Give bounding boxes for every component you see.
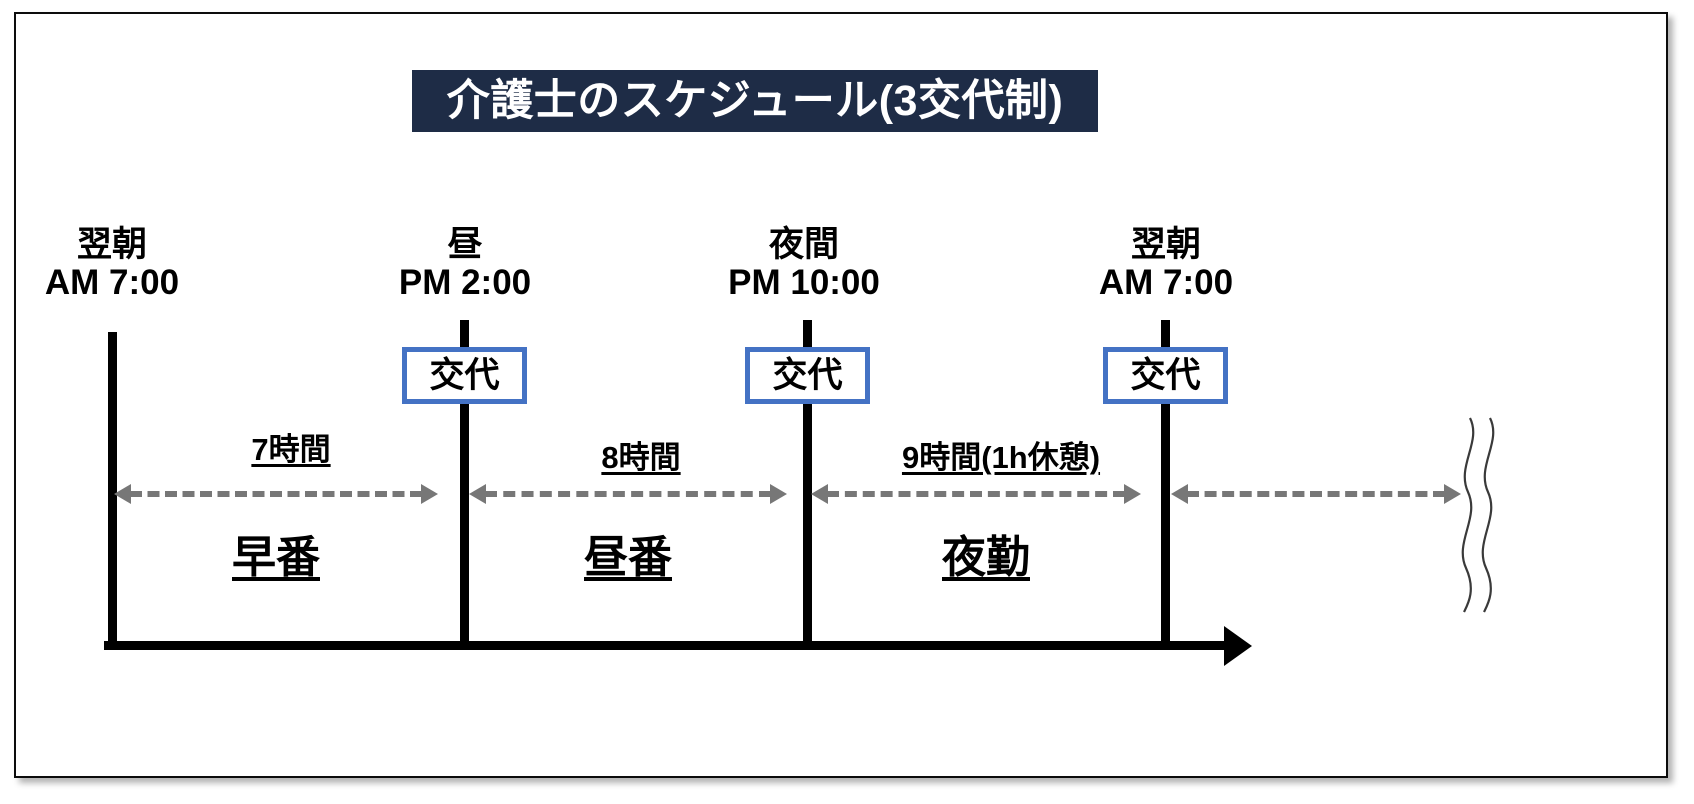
dimension-arrow-next <box>1171 484 1461 504</box>
time-label-morning-end: 翌朝 AM 7:00 <box>1066 226 1266 302</box>
tick-marker-morning-end <box>1161 320 1170 648</box>
arrow-shaft <box>827 491 1125 497</box>
duration-label-early: 7時間 <box>251 432 331 467</box>
shift-name-day: 昼番 <box>584 533 672 582</box>
shift-change-badge-night[interactable]: 交代 <box>745 347 870 404</box>
time-label-clock: PM 10:00 <box>728 262 880 302</box>
time-label-day: 夜間 <box>768 225 839 264</box>
page-title: 介護士のスケジュール(3交代制) <box>446 76 1064 125</box>
time-label-clock: AM 7:00 <box>44 262 180 302</box>
time-label-day: 昼 <box>447 225 483 264</box>
shift-change-badge-label: 交代 <box>429 356 500 395</box>
arrow-head-right <box>421 484 438 504</box>
slide-canvas: 介護士のスケジュール(3交代制) 翌朝 AM 7:00 昼 PM 2:00 夜間… <box>14 12 1668 778</box>
timeline-axis-arrowhead <box>1224 626 1252 666</box>
arrow-head-left <box>114 484 131 504</box>
arrow-shaft <box>130 491 422 497</box>
tick-marker-night <box>803 320 812 648</box>
time-label-day: 翌朝 <box>76 225 147 264</box>
shift-change-badge-morning-end[interactable]: 交代 <box>1103 347 1228 404</box>
arrow-shaft <box>485 491 771 497</box>
timeline-axis <box>104 641 1232 650</box>
shift-change-badge-label: 交代 <box>1130 356 1201 395</box>
continuation-squiggle-icon <box>1461 417 1495 613</box>
time-label-noon: 昼 PM 2:00 <box>365 226 565 302</box>
arrow-head-right <box>770 484 787 504</box>
shift-name-early: 早番 <box>232 533 320 582</box>
title-banner: 介護士のスケジュール(3交代制) <box>412 70 1098 132</box>
duration-label-night: 9時間(1h休憩) <box>901 440 1101 475</box>
tick-marker-morning-start <box>108 332 117 648</box>
duration-label-day: 8時間 <box>601 440 681 475</box>
time-label-night: 夜間 PM 10:00 <box>704 226 904 302</box>
dimension-arrow-early <box>114 484 438 504</box>
time-label-morning-start: 翌朝 AM 7:00 <box>16 225 212 302</box>
dimension-arrow-day <box>469 484 787 504</box>
shift-change-badge-label: 交代 <box>772 356 843 395</box>
shift-change-badge-noon[interactable]: 交代 <box>402 347 527 404</box>
shift-name-night: 夜勤 <box>942 533 1030 582</box>
arrow-head-left <box>1171 484 1188 504</box>
arrow-shaft <box>1187 491 1445 497</box>
arrow-head-left <box>469 484 486 504</box>
time-label-clock: AM 7:00 <box>1098 262 1234 302</box>
time-label-day: 翌朝 <box>1130 225 1201 264</box>
arrow-head-right <box>1124 484 1141 504</box>
arrow-head-right <box>1444 484 1461 504</box>
arrow-head-left <box>811 484 828 504</box>
dimension-arrow-night <box>811 484 1141 504</box>
time-label-clock: PM 2:00 <box>398 262 532 302</box>
tick-marker-noon <box>460 320 469 648</box>
